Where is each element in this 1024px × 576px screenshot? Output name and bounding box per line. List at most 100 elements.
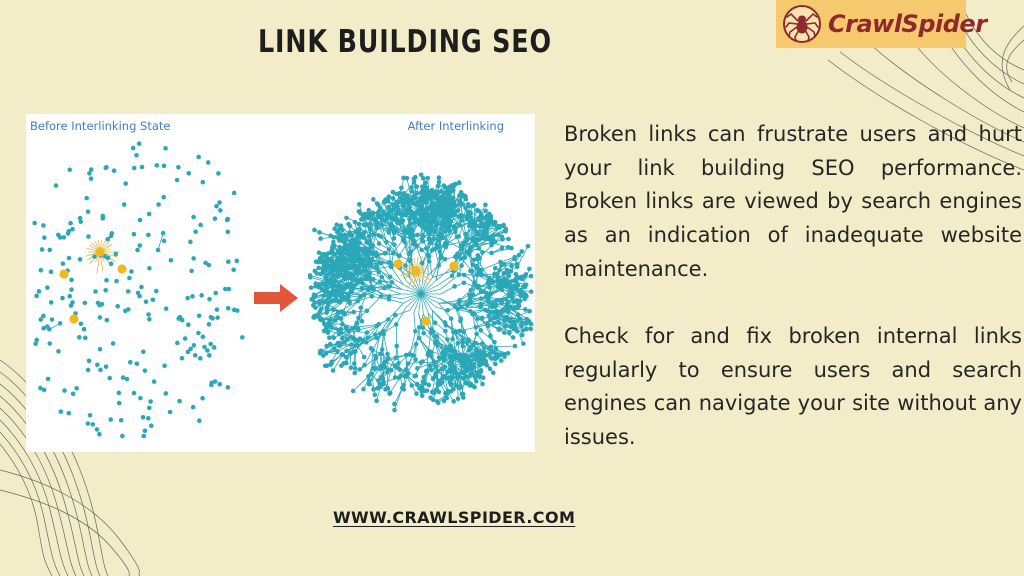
node — [118, 418, 124, 423]
node — [515, 312, 521, 317]
node — [426, 382, 432, 388]
node — [465, 209, 471, 215]
edge — [426, 354, 429, 371]
node — [197, 418, 202, 424]
node — [511, 299, 516, 304]
node — [198, 222, 203, 228]
node — [443, 351, 448, 357]
node — [442, 320, 448, 325]
node — [103, 165, 108, 171]
node — [337, 265, 343, 271]
edge — [358, 325, 377, 331]
node — [463, 231, 468, 237]
node — [313, 305, 318, 310]
node — [346, 282, 351, 288]
node — [445, 307, 450, 313]
node — [93, 289, 98, 294]
edge — [388, 298, 404, 304]
node — [356, 256, 362, 262]
edge — [377, 226, 397, 232]
node — [358, 305, 364, 311]
node — [419, 237, 425, 243]
node — [231, 190, 237, 196]
node — [407, 258, 412, 263]
node — [209, 380, 214, 386]
node — [422, 215, 427, 221]
node — [131, 390, 137, 396]
node — [363, 214, 368, 220]
edge — [403, 284, 422, 295]
node — [161, 194, 167, 200]
node — [344, 348, 349, 354]
node — [344, 266, 350, 272]
node — [347, 223, 353, 229]
edge — [415, 327, 420, 345]
node — [67, 167, 73, 173]
node — [436, 236, 442, 242]
node — [453, 226, 459, 231]
edge — [403, 293, 422, 304]
node — [336, 315, 341, 321]
node — [450, 336, 455, 342]
node — [454, 383, 459, 388]
node — [383, 199, 388, 205]
edge — [420, 293, 429, 313]
node — [74, 385, 79, 391]
node — [456, 180, 462, 186]
body-paragraph-broken-links: Broken links can frustrate users and hur… — [564, 122, 1022, 281]
node — [345, 249, 351, 254]
node — [458, 304, 464, 310]
brand-logo[interactable]: CrawlSpider — [776, 0, 987, 48]
node — [352, 370, 358, 376]
node — [496, 319, 501, 325]
hub-node — [411, 266, 421, 276]
node — [339, 352, 345, 357]
node — [424, 185, 429, 190]
edge — [388, 303, 404, 320]
node — [483, 358, 489, 364]
node — [341, 310, 347, 316]
node — [500, 308, 505, 313]
node — [448, 382, 454, 388]
node — [111, 168, 117, 174]
node — [378, 351, 383, 357]
node — [356, 315, 361, 321]
node — [452, 303, 458, 309]
node — [472, 280, 477, 286]
edge — [398, 354, 411, 364]
node — [476, 283, 482, 289]
edge — [409, 253, 411, 278]
node — [413, 328, 418, 334]
node — [359, 246, 365, 252]
node — [160, 230, 166, 236]
node — [394, 199, 399, 205]
node — [437, 203, 443, 209]
node — [516, 300, 521, 305]
edge — [332, 278, 353, 284]
node — [312, 313, 317, 319]
node — [47, 326, 52, 332]
node — [214, 307, 220, 312]
node — [333, 292, 339, 298]
node — [371, 387, 376, 392]
website-link[interactable]: WWW.CRAWLSPIDER.COM — [333, 508, 576, 527]
node — [367, 285, 373, 290]
node — [374, 253, 380, 258]
node — [477, 362, 483, 368]
node — [418, 190, 424, 196]
node — [358, 211, 363, 216]
node — [475, 316, 480, 321]
node — [451, 355, 456, 360]
node — [463, 380, 468, 386]
node — [431, 236, 437, 241]
node — [354, 320, 360, 326]
node — [331, 234, 337, 240]
node — [57, 321, 63, 326]
node — [335, 348, 340, 354]
node — [480, 250, 485, 255]
edge — [384, 287, 402, 295]
node — [58, 409, 64, 414]
node — [69, 287, 74, 292]
node — [206, 262, 212, 268]
node — [163, 391, 169, 396]
